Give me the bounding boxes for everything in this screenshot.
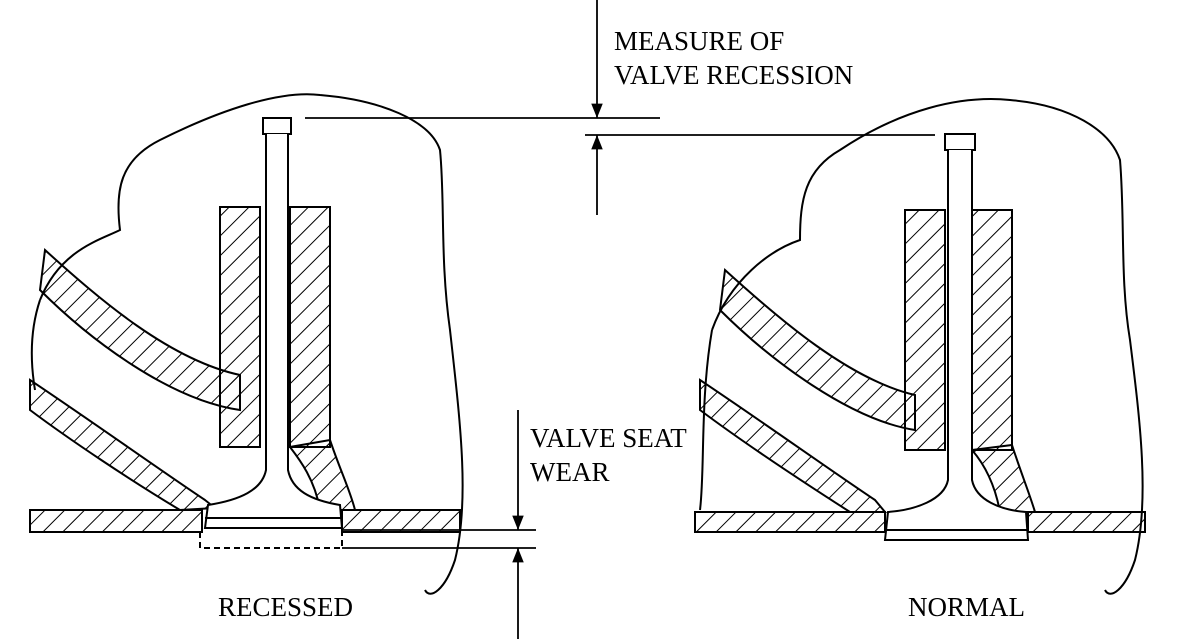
seat-wear-label-line2: WEAR [530, 457, 610, 487]
recession-dimension-lines [305, 0, 935, 215]
seat-wear-label-line1: VALVE SEAT [530, 423, 687, 453]
recessed-caption: RECESSED [218, 592, 354, 622]
seat-wear-dimension-lines [342, 410, 536, 639]
normal-caption: NORMAL [908, 592, 1026, 622]
normal-cylinder-head [694, 98, 1146, 595]
recessed-cylinder-head [29, 93, 464, 595]
measure-label-line2: VALVE RECESSION [614, 60, 854, 90]
measure-label-line1: MEASURE OF [614, 26, 785, 56]
